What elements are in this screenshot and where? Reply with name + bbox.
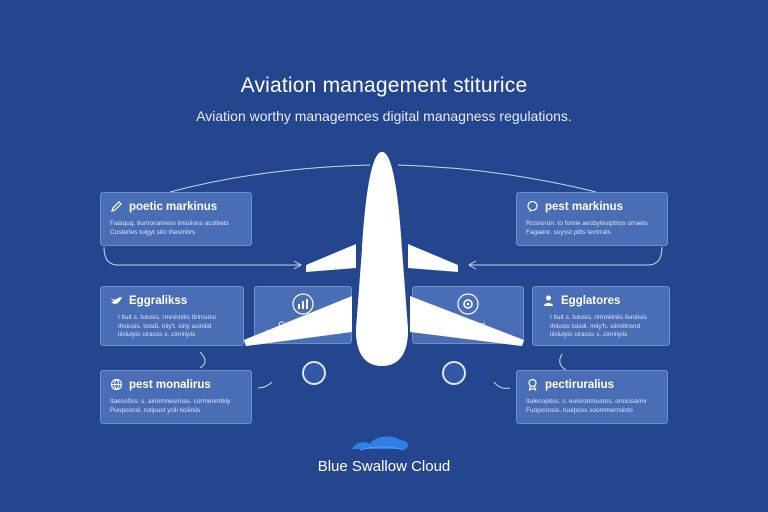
arrow-mid-left [199, 351, 206, 369]
inner-card-left[interactable]: Cogialiuetes Ltunigsuranticitry Ganuiins… [254, 286, 352, 344]
card-bottom-left[interactable]: pest monalirus Itaesofiss. s. airinmnesi… [100, 370, 252, 424]
bird-icon [110, 294, 123, 307]
inner-card-sublabel: Ltunigsuranticitry Ganuiinss [266, 330, 340, 336]
card-top-right[interactable]: pest markinus Rcsnurun. to fomie aecbyte… [516, 192, 668, 246]
card-text-line: Fuoposnsis. ruulposs soommerrsiicts [526, 406, 633, 414]
inner-card-right[interactable]: Modalirri Ltunieitsuuorsetiily [412, 286, 524, 344]
airplane-right-stabilizer [408, 244, 458, 272]
connector-left-bracket [103, 246, 300, 266]
chat-bubble-icon [526, 200, 539, 213]
card-title: pectiruralius [545, 378, 615, 391]
cloud-icon [352, 436, 408, 451]
card-text-line: Ihiiusis tsisdi. miiy'h. siimiilnsnd [550, 322, 641, 330]
card-bottom-right[interactable]: pectiruralius Itulecopitss. s. euisronmu… [516, 370, 668, 424]
card-text-line: I tiuit s. tuiosis. rmninniiis ttrinsuts… [118, 314, 216, 321]
arrow-mid-right [559, 353, 567, 371]
badge-icon [526, 378, 539, 391]
card-text-line: liisiuiyio cirasss s. cinniiyiis [550, 331, 628, 338]
person-icon [542, 294, 555, 307]
globe-icon [110, 378, 123, 391]
card-top-left[interactable]: poetic markinus Falaquq. tiumonamess imi… [100, 192, 252, 246]
card-title: Eggralikss [129, 294, 188, 307]
card-title: pest markinus [545, 200, 623, 213]
pen-icon [110, 200, 123, 213]
card-text-line: Falaquq. tiumonamess imiuiions acolbets [110, 220, 229, 227]
connector-top-left-arc [169, 164, 371, 193]
card-text-line: Fagaenr. suysst pitts tectrrats [526, 228, 611, 236]
page-title: Aviation management stiturice [240, 74, 528, 97]
card-text-line: liisiuiyio cirasss s. cinniiyiis [118, 331, 196, 338]
card-text-line: Puoposnsi. rutipust ycili ticiiiniis [110, 406, 201, 414]
card-text-line: Rcsnurun. to fomie aecbytesipthos orraet… [526, 220, 648, 227]
page-subtitle: Aviation worthy managemces digital manag… [196, 108, 572, 124]
airplane-left-stabilizer [306, 244, 356, 272]
card-text-line: I tiuit s. tuiosis. rimmiiiniis iisniiis… [550, 314, 647, 321]
card-text-line: Ihsiusis. tsisdi. niiy't. siny asiniiid [118, 322, 212, 330]
right-engine [442, 361, 466, 385]
arrow-left-head [293, 260, 303, 270]
bar-chart-icon [292, 293, 314, 315]
card-text-line: Custerles tulgyt sito thesmbrs [110, 228, 196, 236]
gear-circle-icon [457, 293, 479, 315]
card-text-line: Itaesofiss. s. airinmnesimas. cormenmtkl… [110, 398, 231, 405]
airplane [244, 152, 524, 385]
inner-card-sublabel: Ltunieitsuuorsetiily [443, 330, 493, 336]
card-title: poetic markinus [129, 200, 218, 213]
connector-top-right-arc [397, 164, 597, 193]
left-engine [302, 361, 326, 385]
inner-card-label: Modalirri [450, 320, 486, 330]
arrow-bot-left [257, 381, 273, 389]
card-mid-right[interactable]: Egglatores I tiuit s. tuiosis. rimmiiini… [532, 286, 670, 346]
card-title: pest monalirus [129, 378, 211, 391]
airplane-fuselage [356, 152, 408, 366]
brand-name: Blue Swallow Cloud [317, 458, 451, 475]
connector-right-bracket [470, 246, 663, 266]
arrow-bot-right [493, 381, 511, 389]
card-mid-left[interactable]: Eggralikss I tiuit s. tuiosis. rmninniii… [100, 286, 244, 346]
inner-card-label: Cogialiuetes [278, 320, 328, 330]
arrow-right-head [467, 260, 477, 270]
card-title: Egglatores [561, 294, 621, 307]
card-text-line: Itulecopitss. s. euisronmusnrs. onucisar… [526, 398, 647, 405]
